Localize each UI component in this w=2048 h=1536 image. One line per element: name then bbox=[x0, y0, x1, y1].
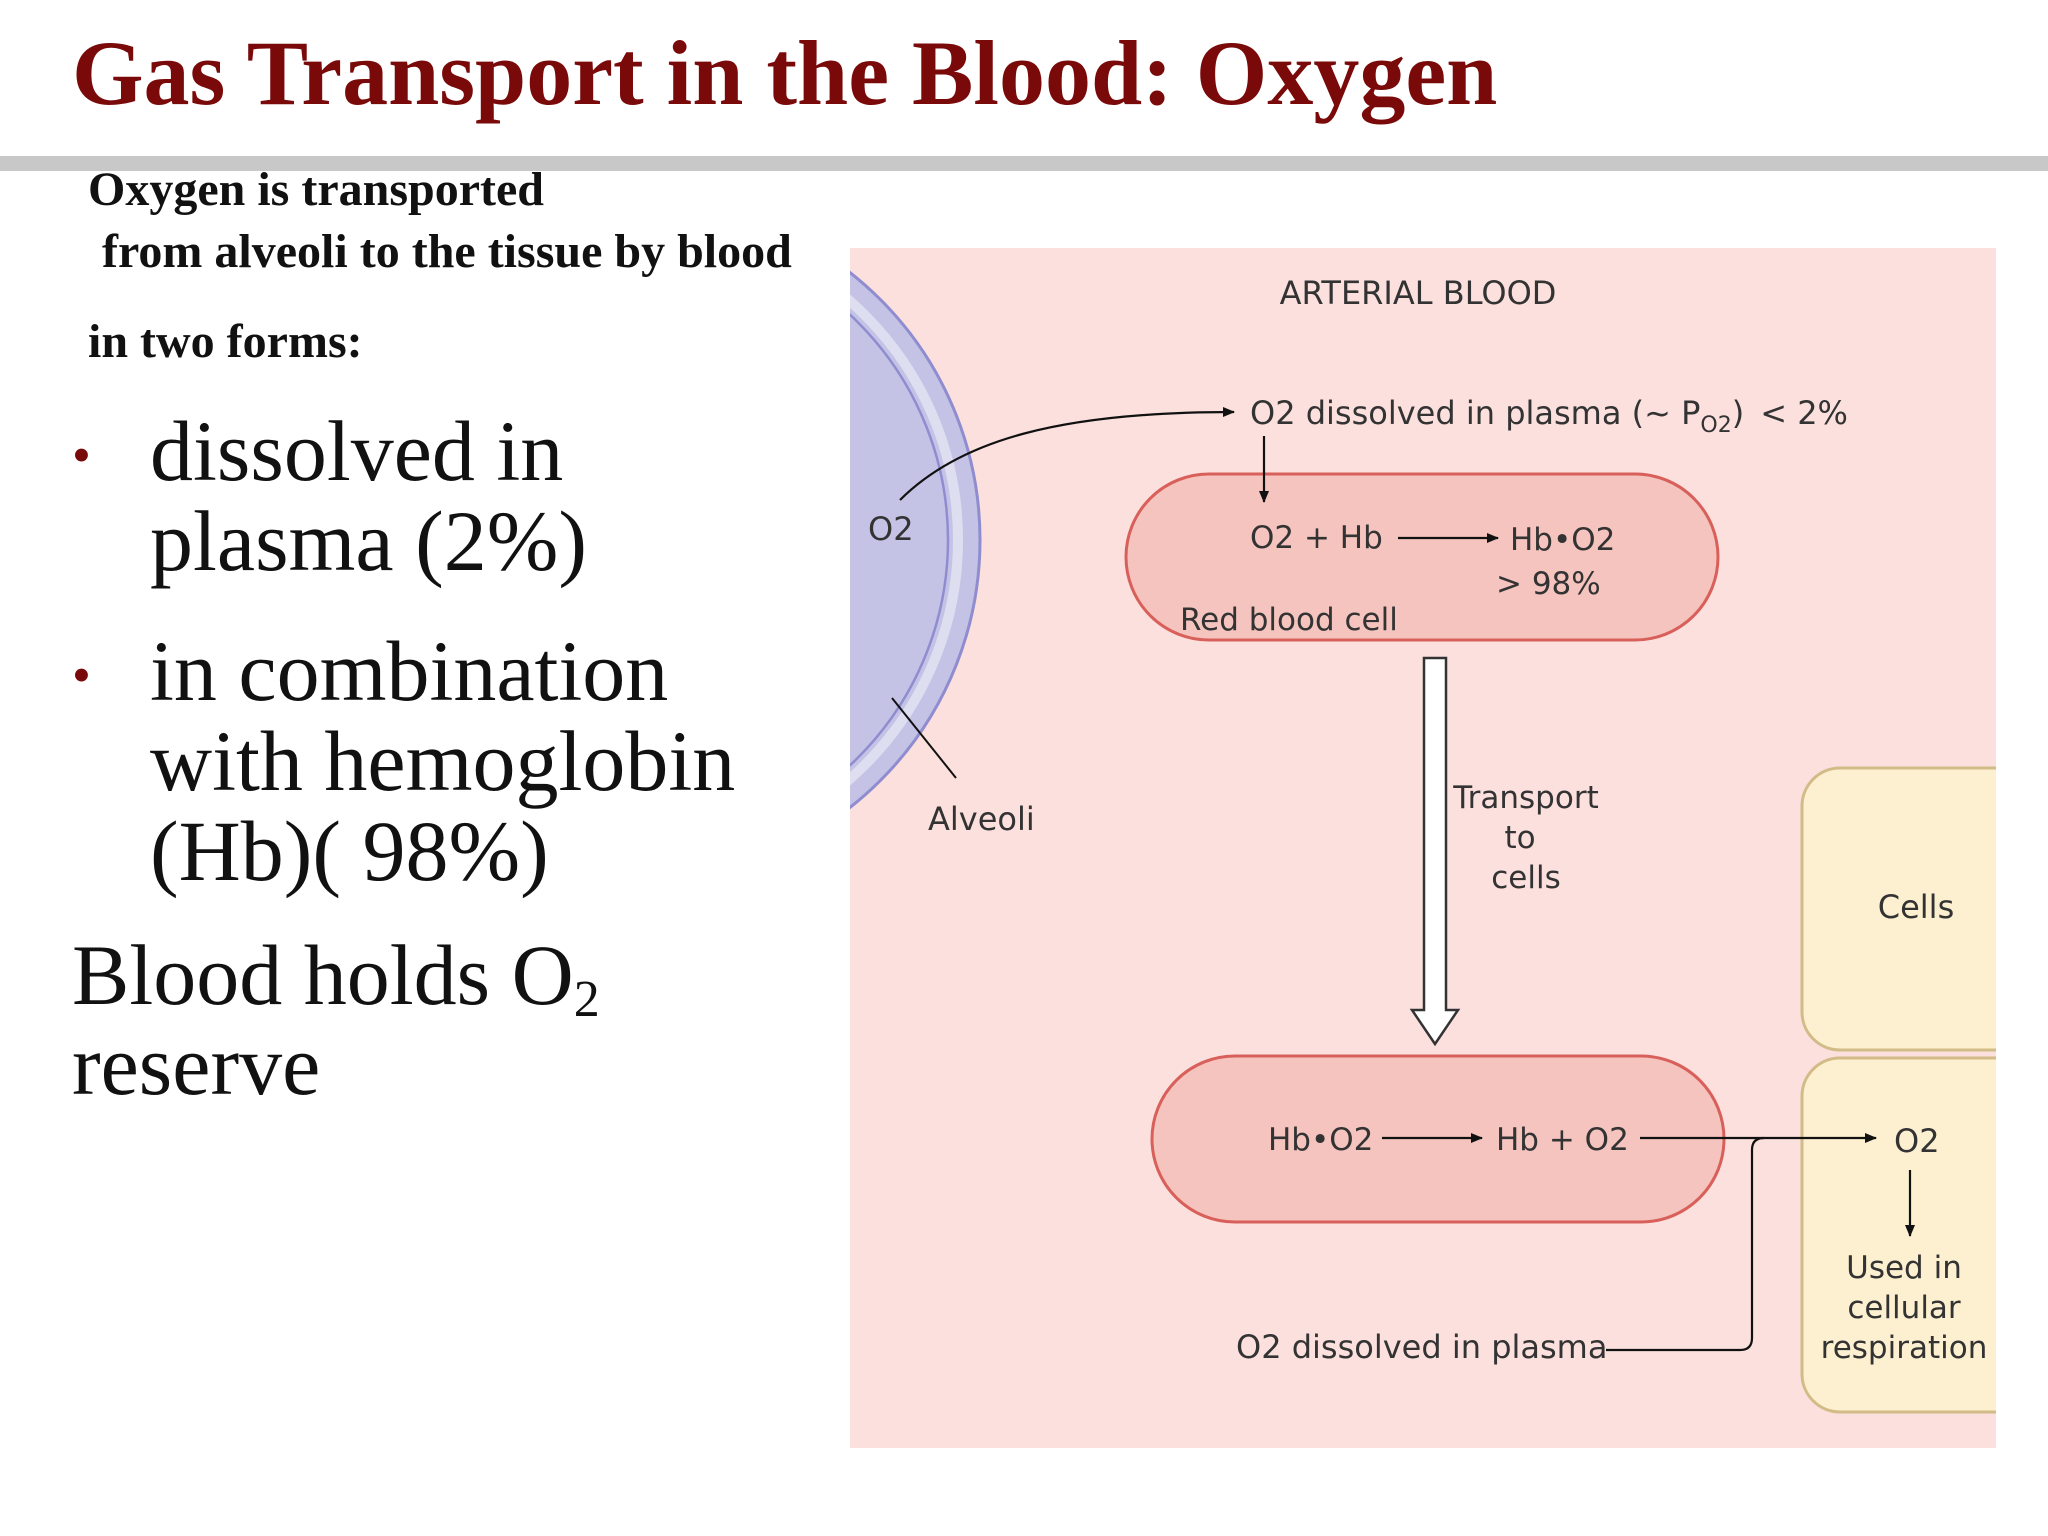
bullet-icon: • bbox=[72, 425, 91, 485]
intro-line-3: in two forms: bbox=[88, 315, 363, 368]
rbc-top-reactants: O2 + Hb bbox=[1250, 520, 1383, 556]
rbc-top-product: Hb•O2 bbox=[1510, 522, 1615, 558]
dissolved-connector bbox=[1606, 1136, 1765, 1352]
title-divider bbox=[0, 156, 2048, 171]
cells-box-top bbox=[1800, 766, 1996, 1052]
alveoli-pointer bbox=[891, 697, 957, 779]
alveoli-shape bbox=[850, 270, 982, 810]
transport-label-line-1: Transport bbox=[1452, 780, 1598, 816]
bullet-icon: • bbox=[72, 645, 91, 705]
alveoli-o2-label: O2 bbox=[868, 510, 914, 548]
bullet-1-line-2: plasma (2%) bbox=[150, 493, 588, 589]
dissolved-close: ) bbox=[1732, 394, 1744, 432]
intro-line-1: Oxygen is transported bbox=[88, 163, 544, 216]
cells-label: Cells bbox=[1878, 888, 1954, 926]
arterial-blood-heading: ARTERIAL BLOOD bbox=[1280, 274, 1557, 312]
used-label-line-3: respiration bbox=[1821, 1330, 1988, 1366]
diffusion-arrow bbox=[899, 407, 1235, 501]
dissolved-plasma-top: O2 dissolved in plasma (~ PO2) < 2% bbox=[1250, 394, 1848, 438]
transport-label-line-2: to bbox=[1504, 820, 1535, 856]
cells-box-bottom bbox=[1800, 1056, 1996, 1414]
reserve-text: Blood holds O bbox=[72, 927, 574, 1023]
rbc-top-percent: > 98% bbox=[1496, 566, 1601, 602]
dissolved-text: dissolved in plasma (~ P bbox=[1296, 394, 1701, 432]
dissolved-percent: < 2% bbox=[1760, 394, 1848, 432]
transport-label-line-3: cells bbox=[1491, 860, 1561, 896]
po2-subscript: O2 bbox=[1700, 413, 1731, 438]
red-blood-cell-top bbox=[1124, 472, 1720, 642]
rbc-bottom-reactant: Hb•O2 bbox=[1268, 1122, 1373, 1158]
dissolved-o2-symbol: O2 bbox=[1250, 394, 1296, 432]
alveoli-label: Alveoli bbox=[928, 800, 1035, 838]
bullet-2-line-2: with hemoglobin bbox=[150, 713, 736, 809]
cell-o2-label: O2 bbox=[1894, 1122, 1940, 1160]
transport-arrow bbox=[1409, 656, 1461, 1047]
dissolved-plasma-bottom: O2 dissolved in plasma bbox=[1236, 1328, 1607, 1366]
bullet-2-line-1: in combination bbox=[150, 623, 669, 719]
reserve-line-2: reserve bbox=[72, 1017, 321, 1113]
used-label-line-2: cellular bbox=[1847, 1290, 1961, 1326]
reserve-subscript: 2 bbox=[573, 971, 600, 1028]
red-blood-cell-label: Red blood cell bbox=[1180, 602, 1398, 638]
slide-title: Gas Transport in the Blood: Oxygen bbox=[72, 22, 1498, 124]
intro-line-2: from alveoli to the tissue by blood bbox=[102, 225, 792, 278]
rbc-bottom-products: Hb + O2 bbox=[1496, 1122, 1629, 1158]
reserve-line-1: Blood holds O2 bbox=[72, 932, 600, 1026]
bullet-2-line-3: (Hb)( 98%) bbox=[150, 803, 549, 899]
bullet-1-line-1: dissolved in bbox=[150, 403, 564, 499]
used-label-line-1: Used in bbox=[1846, 1250, 1962, 1286]
